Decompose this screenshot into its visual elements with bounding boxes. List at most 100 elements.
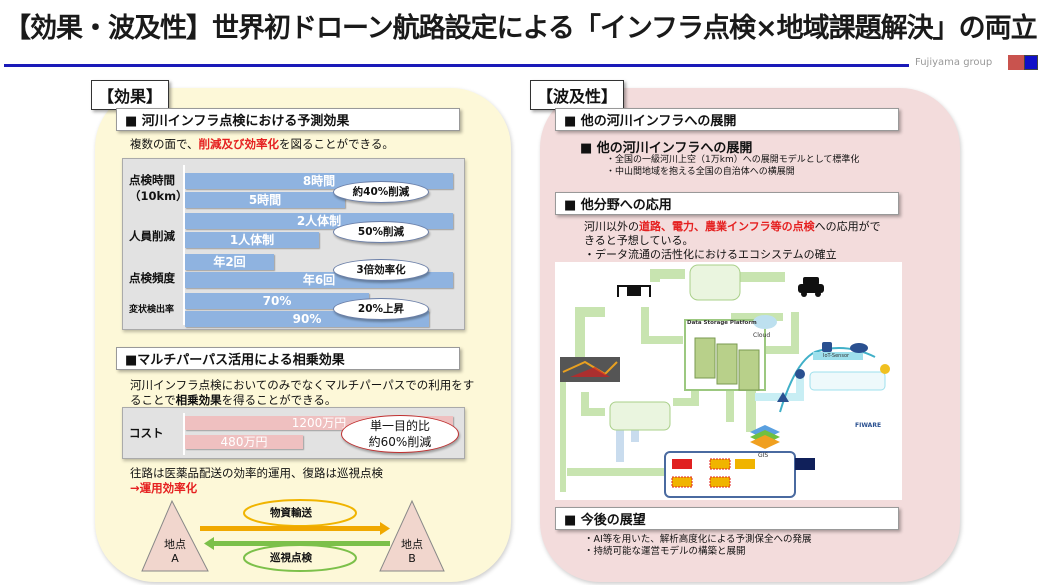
fiware-logo: FIWARE [855, 422, 882, 429]
intro-highlight: 削減及び効率化 [198, 137, 280, 151]
effect-oval-cost: 単一目的比 約60%削減 [341, 415, 459, 453]
bullet-item: ・持続可能な運営モデルの構築と展開 [584, 546, 746, 557]
intro2-text-end: を得ることができる。 [221, 393, 337, 407]
prediction-heading: ■ 河川インフラ点検における予測効果 [116, 108, 460, 131]
sensor-network-box [809, 371, 886, 391]
backward-label: 巡視点検 [270, 552, 312, 564]
fields-text: 河川以外の [584, 220, 639, 233]
cloud-label: Cloud [753, 332, 771, 339]
intro-text: 複数の面で、 [130, 137, 199, 151]
status-box [671, 476, 693, 488]
other-rivers-bullets: ・全国の一級河川上空（1万km）への展開モデルとして標準化 ・中山間地域を抱える… [606, 154, 859, 178]
route-note-highlight: →運用効率化 [130, 481, 198, 495]
ripple-tag: 【波及性】 [530, 80, 625, 110]
flow-arrow [765, 312, 799, 354]
other-fields-text: 河川以外の道路、電力、農業インフラ等の点検への応用がで きると予想している。 ・… [584, 220, 881, 261]
sensor-arrow [755, 377, 804, 401]
point-b-line1: 地点 [401, 538, 423, 551]
drone-icon [617, 285, 651, 297]
point-b-line2: B [408, 552, 416, 565]
disaster-response-box [664, 451, 796, 498]
row-label-detection-rate: 変状検出率 [129, 305, 175, 315]
row-label-inspection-time: 点検時間 [129, 173, 175, 187]
prediction-intro: 複数の面で、削減及び効率化を図ることができる。 [130, 137, 394, 152]
point-a-label: 地点 A [155, 538, 195, 566]
multipurpose-heading: ■マルチパーパス活用による相乗効果 [116, 347, 460, 370]
car-icon [798, 277, 824, 297]
backward-arrow-head [204, 537, 214, 550]
intro2-bold: 相乗効果 [175, 393, 222, 407]
fields-bullet: ・データ流通の活性化におけるエコシステムの確立 [584, 248, 837, 261]
disaster-alert [672, 459, 692, 469]
server-icon [694, 337, 760, 391]
effect-oval-detection: 20%上昇 [333, 298, 429, 320]
backward-arrow-shaft [214, 541, 390, 546]
other-rivers-subheading: ■ 他の河川インフラへの展開 [580, 141, 753, 156]
cost-effect-line1: 単一目的比 [369, 419, 430, 433]
effects-comparison-box: 点検時間 （10km） 8時間 5時間 約40%削減 人員削減 2人体制 1人体… [122, 158, 465, 330]
point-b-triangle [379, 499, 445, 572]
route-flow-diagram [141, 499, 445, 572]
point-a-triangle [141, 499, 209, 572]
forward-label: 物資輸送 [270, 507, 312, 519]
cost-effect-line2: 約60%削減 [368, 435, 432, 449]
intro-text-end: を図ることができる。 [279, 137, 394, 151]
brand-name: Fujiyama group [915, 57, 993, 68]
title-divider [4, 64, 909, 67]
platform-label: Data Storage Platform [687, 320, 757, 326]
bullet-item: ・AI等を用いた、解析高度化による予測保全への発展 [584, 534, 812, 545]
multipurpose-intro-line2: ることで相乗効果を得ることができる。 [130, 393, 336, 408]
status-box [735, 459, 755, 469]
row-label-cost: コスト [129, 426, 164, 440]
row-label-frequency: 点検頻度 [129, 271, 175, 285]
risk-area [570, 367, 610, 377]
outlook-heading: ■ 今後の展望 [555, 507, 899, 530]
other-fields-heading: ■ 他分野への応用 [555, 192, 899, 215]
vehicle-sensor-icon [850, 343, 868, 353]
fields-highlight: 道路、電力、農業インフラ等の点検 [639, 220, 815, 233]
bullet-item: ・全国の一級河川上空（1万km）への展開モデルとして標準化 [606, 155, 860, 165]
bar-after-staff: 1人体制 [185, 232, 319, 248]
bar-before-detection: 70% [185, 293, 369, 309]
point-b-label: 地点 B [392, 538, 432, 566]
management-box [609, 401, 671, 431]
map-pin-icon [777, 392, 789, 402]
iot-label: IoT-Sensor [823, 353, 850, 359]
fields-text-line2: きると予想している。 [584, 234, 694, 247]
ecosystem-box [689, 264, 741, 301]
flow-arrow [575, 307, 605, 357]
bulb-icon [880, 364, 890, 374]
gis-layer [750, 435, 780, 449]
route-note: 往路は医薬品配送の効率的運用、復路は巡視点検 [130, 466, 383, 480]
point-a-line2: A [171, 552, 179, 565]
ecosystem-diagram-graphic [560, 264, 890, 498]
thermometer-icon [795, 369, 805, 379]
forward-arrow-head [380, 522, 390, 535]
phone-icon [822, 342, 832, 352]
intro2-text: ることで [130, 393, 176, 407]
cost-comparison-box: コスト 1200万円 480万円 単一目的比 約60%削減 [122, 407, 465, 459]
iot-sensor-box [813, 352, 863, 360]
flow-arrow [650, 269, 685, 282]
forward-arrow-shaft [200, 526, 380, 531]
row-label-staff: 人員削減 [129, 229, 175, 243]
cloud-icon [753, 315, 777, 329]
effect-oval-staff: 50%削減 [333, 221, 429, 243]
status-box [709, 476, 731, 488]
point-a-line1: 地点 [164, 538, 186, 551]
gis-label: GIS [758, 452, 769, 459]
bar-after-time: 5時間 [185, 192, 345, 208]
effect-oval-time: 約40%削減 [333, 181, 429, 203]
cost-axis-line [183, 413, 185, 455]
bar-after-cost: 480万円 [185, 435, 303, 449]
bar-before-frequency: 年2回 [185, 254, 274, 270]
output-box [795, 458, 815, 470]
brand-logo [1008, 55, 1038, 70]
other-rivers-heading: ■ 他の河川インフラへの展開 [555, 108, 899, 131]
status-box [709, 458, 731, 470]
flow-arrow [641, 307, 683, 344]
axis-line [183, 165, 185, 325]
effects-tag: 【効果】 [91, 80, 170, 110]
ecosystem-diagram: Data Storage Platform Cloud IoT-Sensor G… [555, 262, 902, 500]
page-title: 【効果・波及性】世界初ドローン航路設定による「インフラ点検×地域課題解決」の両立 [4, 13, 1038, 44]
